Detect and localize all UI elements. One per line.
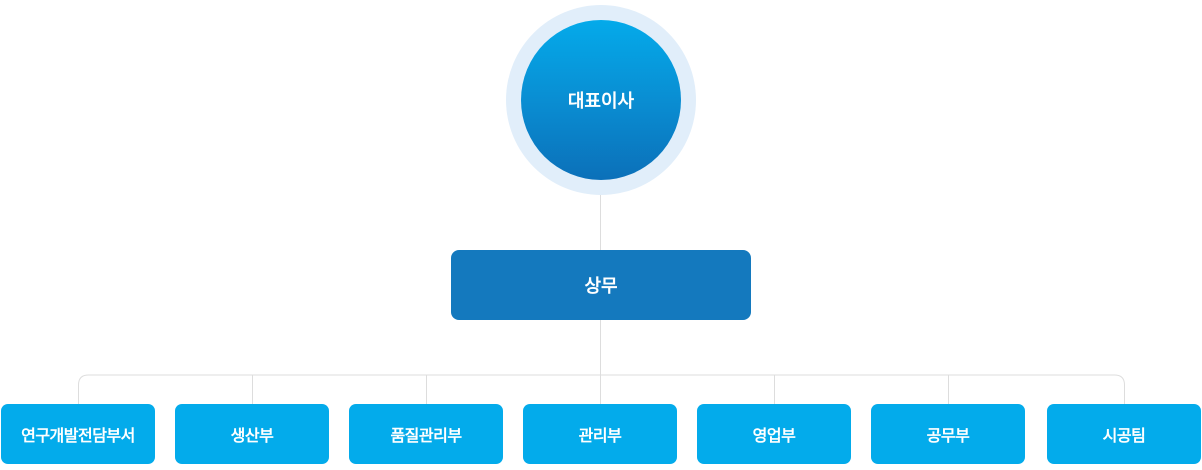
ceo-node: 대표이사 <box>521 20 681 180</box>
executive-label: 상무 <box>584 276 618 297</box>
department-node-quality: 품질관리부 <box>349 404 503 464</box>
department-node-engineering: 공무부 <box>871 404 1025 464</box>
department-label: 연구개발전담부서 <box>21 426 135 445</box>
department-node-rnd: 연구개발전담부서 <box>1 404 155 464</box>
department-node-sales: 영업부 <box>697 404 851 464</box>
department-label: 시공팀 <box>1102 426 1146 445</box>
department-label: 관리부 <box>578 426 622 445</box>
department-node-production: 생산부 <box>175 404 329 464</box>
department-label: 생산부 <box>230 426 274 445</box>
department-label: 품질관리부 <box>390 426 462 445</box>
branch-horizontal-line <box>78 374 1125 404</box>
executive-node: 상무 <box>451 250 751 320</box>
department-label: 공무부 <box>926 426 970 445</box>
department-node-management: 관리부 <box>523 404 677 464</box>
department-label: 영업부 <box>752 426 796 445</box>
ceo-label: 대표이사 <box>567 91 635 112</box>
department-node-construction: 시공팀 <box>1047 404 1201 464</box>
